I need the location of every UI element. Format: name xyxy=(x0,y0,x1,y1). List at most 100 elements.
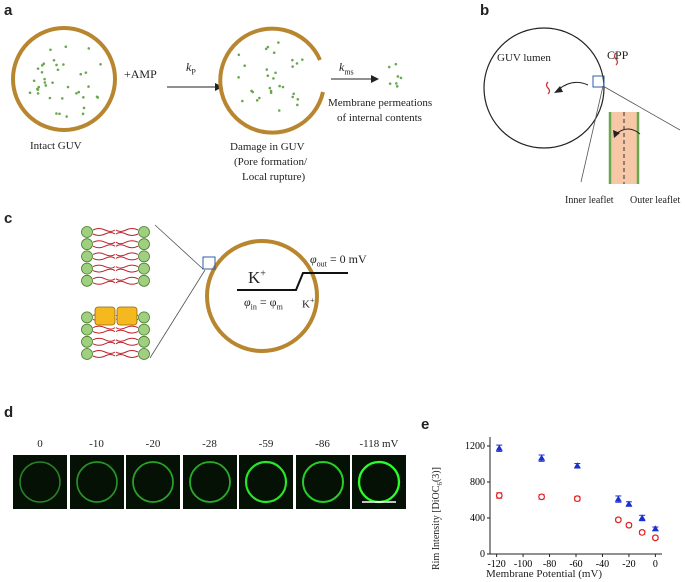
data-point xyxy=(651,534,659,542)
intact-guv-contents xyxy=(28,45,102,118)
lipid-tail xyxy=(92,276,116,281)
x-tick-label: 0 xyxy=(653,559,658,570)
fluorescence-frame xyxy=(239,455,293,509)
data-point xyxy=(638,528,646,536)
lipid-head xyxy=(138,238,150,251)
potential-label: -10 xyxy=(89,438,104,450)
data-point xyxy=(614,516,622,524)
fluorescence-frame xyxy=(182,455,237,509)
content-dot xyxy=(251,90,255,94)
panel-b-diagram xyxy=(483,27,681,184)
content-dot xyxy=(96,96,100,99)
content-dot xyxy=(66,85,70,89)
lipid-bilayer-with-channel xyxy=(81,226,150,360)
kms-label: kms xyxy=(339,60,354,77)
lipid-tail xyxy=(92,268,116,273)
damage-detail-2: Local rupture) xyxy=(242,171,306,183)
damaged-guv-membrane xyxy=(218,26,325,135)
lipid-head xyxy=(81,323,93,336)
lipid-tail xyxy=(115,268,139,273)
content-dot xyxy=(277,41,280,44)
data-point xyxy=(573,462,581,469)
lipid-tail xyxy=(115,228,139,232)
y-tick-label: 1200 xyxy=(465,441,485,452)
fluorescence-frame xyxy=(295,455,350,509)
kp-label: kP xyxy=(186,60,196,77)
potential-label: -20 xyxy=(145,438,161,450)
data-point xyxy=(538,454,546,461)
panel-letter-d: d xyxy=(4,404,14,421)
content-dot xyxy=(58,112,61,116)
lipid-tail xyxy=(115,252,139,257)
content-dot xyxy=(396,75,400,78)
content-dot xyxy=(56,68,60,72)
lipid-head xyxy=(138,250,150,263)
lipid-head xyxy=(138,335,150,348)
content-dot xyxy=(87,85,90,88)
content-dot xyxy=(291,58,294,62)
outer-leaflet-label: Outer leaflet xyxy=(630,195,681,206)
content-dot xyxy=(49,48,52,52)
ion-channel-left xyxy=(94,306,116,326)
potential-label: -28 xyxy=(202,438,217,450)
lipid-head xyxy=(138,262,150,275)
y-tick-label: 400 xyxy=(470,513,485,524)
lipid-head xyxy=(81,250,93,263)
potential-label: -118 mV xyxy=(359,438,399,450)
content-dot xyxy=(44,84,48,87)
content-dot xyxy=(82,96,85,99)
x-tick-label: -60 xyxy=(569,559,582,570)
data-point xyxy=(651,525,659,532)
content-dot xyxy=(296,103,299,107)
content-dot xyxy=(295,62,299,65)
content-dot xyxy=(99,62,102,66)
cpp-label: CPP xyxy=(607,48,629,62)
data-point xyxy=(614,495,622,502)
cpp-entry-arrow xyxy=(557,81,589,91)
data-point xyxy=(495,444,503,451)
content-dot xyxy=(75,91,78,95)
x-tick-label: -100 xyxy=(514,559,532,570)
content-dot xyxy=(43,77,46,81)
data-point xyxy=(638,514,646,521)
phi-in-label: φin = φm xyxy=(244,295,283,312)
data-point xyxy=(573,495,581,503)
lipid-tail xyxy=(115,325,139,330)
lipid-tail xyxy=(92,228,116,232)
lipid-head xyxy=(81,311,93,324)
panel-a-diagram xyxy=(11,26,403,135)
content-dot xyxy=(79,72,83,76)
damage-detail-1: (Pore formation/ xyxy=(234,156,308,168)
content-dot xyxy=(292,92,296,96)
lipid-tail xyxy=(92,325,116,330)
potential-label: -59 xyxy=(258,438,274,450)
lipid-head xyxy=(138,274,150,287)
chart-xlabel: Membrane Potential (mV) xyxy=(486,568,603,580)
lipid-tail xyxy=(115,329,139,334)
lipid-head xyxy=(81,226,93,238)
data-point xyxy=(495,492,503,499)
vesicle-rim xyxy=(357,460,401,504)
potential-label: 0 xyxy=(37,438,43,450)
content-dot xyxy=(51,81,54,84)
panel-letter-c: c xyxy=(4,210,13,227)
y-tick-label: 0 xyxy=(480,549,485,560)
data-point xyxy=(625,521,633,529)
lipid-tail xyxy=(92,280,116,285)
content-dot xyxy=(40,71,44,74)
inner-leaflet-label: Inner leaflet xyxy=(565,195,614,206)
lipid-head xyxy=(81,274,93,287)
lipid-head xyxy=(81,348,93,360)
phi-out-label: φout = 0 mV xyxy=(310,252,367,269)
content-dot xyxy=(28,91,32,95)
guv-c-membrane xyxy=(205,239,319,353)
content-dot xyxy=(277,109,281,112)
lipid-tail xyxy=(115,337,139,342)
panel-c-diagram xyxy=(81,224,348,360)
content-dot xyxy=(36,88,40,91)
lipid-tail xyxy=(115,276,139,281)
ion-channel-right xyxy=(116,306,138,326)
content-dot xyxy=(77,90,81,94)
